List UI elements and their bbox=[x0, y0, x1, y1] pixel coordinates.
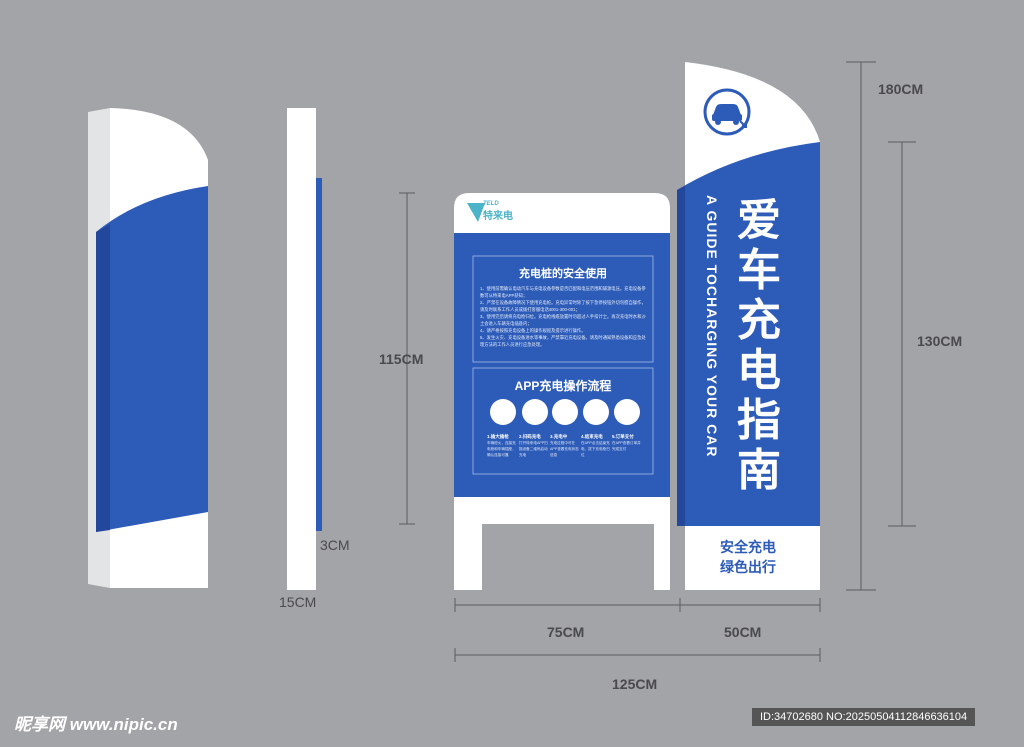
safety-title: 充电桩的安全使用 bbox=[519, 268, 607, 280]
step: 4.结束充电 在APP点击结束充电，拔下充电枪归位 bbox=[581, 434, 612, 464]
brand-mark: TELD bbox=[483, 201, 499, 207]
step-label: 2.扫码充电 bbox=[519, 434, 541, 439]
totem-char: 充 bbox=[737, 296, 781, 345]
perspective-totem bbox=[88, 108, 208, 588]
dimension-lines bbox=[399, 61, 916, 662]
safety-item: 1、使用前需确认电动汽车与充电设备参数是否匹配和电压范围和辅源电压。充电设备参数… bbox=[480, 286, 646, 298]
dim-totem-width: 50CM bbox=[724, 624, 762, 640]
totem-title-en: A GUIDE TOCHARGING YOUR CAR bbox=[704, 195, 720, 458]
dim-total-width: 125CM bbox=[612, 676, 658, 692]
safety-item: 5、发生火灾、充电设备进水等事故，严禁靠近充电设备。请及时通知熟悉设备和应急处理… bbox=[480, 335, 646, 347]
step-desc: 车辆熄火，连接充电枪和车辆插座，确认连接可靠 bbox=[487, 441, 516, 457]
totem-char: 车 bbox=[737, 246, 781, 295]
totem-char: 指 bbox=[737, 396, 781, 445]
guide-totem bbox=[677, 62, 820, 590]
electric-car-icon bbox=[702, 87, 752, 137]
dim-depth: 15CM bbox=[279, 594, 317, 610]
step-desc: 打开特来电APP扫描设备二维码启动充电 bbox=[519, 441, 548, 457]
dim-panel-height: 130CM bbox=[917, 333, 963, 349]
step-desc: 在APP查看订单并完成支付 bbox=[612, 441, 641, 451]
totem-char: 电 bbox=[737, 346, 781, 395]
watermark-logo: 昵享网 www.nipic.cn bbox=[14, 715, 178, 734]
watermark-id: ID:34702680 NO:20250504112846636104 bbox=[752, 708, 976, 726]
app-title: APP充电操作流程 bbox=[514, 379, 612, 393]
brand-name: 特来电 bbox=[483, 211, 513, 222]
step-label: 4.结束充电 bbox=[581, 434, 603, 439]
step: 2.扫码充电 打开特来电APP扫描设备二维码启动充电 bbox=[519, 434, 550, 464]
dim-totem-height: 180CM bbox=[878, 81, 924, 97]
step: 3.充电中 充电过程中可在APP查看充电状态信息 bbox=[550, 434, 581, 464]
info-board bbox=[454, 193, 670, 590]
step-label: 1.插大插枪 bbox=[487, 434, 509, 439]
step-desc: 充电过程中可在APP查看充电状态信息 bbox=[550, 441, 579, 457]
totem-slogan: 安全充电 绿色出行 bbox=[685, 537, 811, 577]
safety-item: 3、使用完后请将充电枪归位。充电枪线缆放置时勿超过人手扣计士。再次充电时水和沙土… bbox=[480, 314, 646, 326]
safety-item: 2、严禁在设备故障情况下使用充电桩。充电异常时除了按下急停按钮外切勿擅自操作，请… bbox=[480, 300, 646, 312]
step: 5.订单支付 在APP查看订单并完成支付 bbox=[612, 434, 643, 464]
brand-logo: TELD 特来电 bbox=[467, 201, 513, 222]
step-label: 3.充电中 bbox=[550, 434, 568, 439]
step: 1.插大插枪 车辆熄火，连接充电枪和车辆插座，确认连接可靠 bbox=[487, 434, 518, 464]
slogan-line: 绿色出行 bbox=[720, 559, 776, 575]
dim-board-height: 115CM bbox=[379, 351, 424, 367]
totem-title-cn: 爱 车 充 电 指 南 bbox=[734, 196, 784, 496]
dim-board-width: 75CM bbox=[547, 624, 585, 640]
step-desc: 在APP点击结束充电，拔下充电枪归位 bbox=[581, 441, 610, 457]
safety-text: 1、使用前需确认电动汽车与充电设备参数是否匹配和电压范围和辅源电压。充电设备参数… bbox=[480, 285, 646, 357]
dim-thickness: 3CM bbox=[320, 537, 350, 553]
safety-item: 4、请严格按照充电设备上的操作规程及提示进行操作。 bbox=[480, 328, 586, 333]
step-label: 5.订单支付 bbox=[612, 434, 634, 439]
slogan-line: 安全充电 bbox=[720, 539, 776, 555]
side-view bbox=[287, 108, 322, 590]
totem-char: 南 bbox=[737, 446, 781, 495]
totem-char: 爱 bbox=[737, 196, 781, 245]
